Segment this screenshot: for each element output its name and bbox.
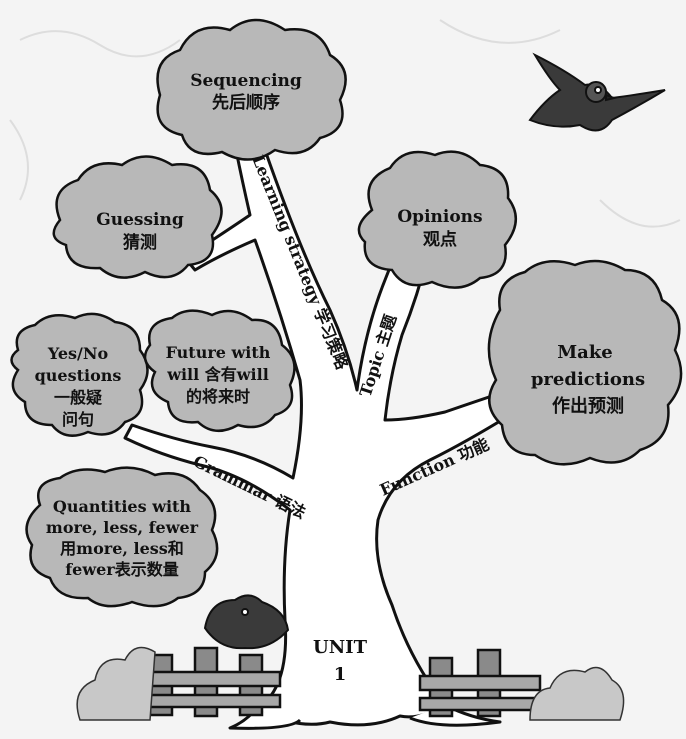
tree-trunk — [123, 148, 520, 727]
yes-no-label-cn-2: 问句 — [62, 410, 94, 429]
quantities-label-cn-2: fewer表示数量 — [65, 560, 178, 579]
cloud-make-predictions — [487, 259, 683, 466]
yes-no-label-1: Yes/No — [47, 344, 109, 363]
predictions-label-2: predictions — [531, 369, 645, 390]
future-will-label-2: will 含有will — [166, 365, 269, 384]
opinions-label: Opinions — [397, 207, 482, 227]
predictions-label-1: Make — [557, 342, 613, 363]
quantities-label-1: Quantities with — [53, 497, 192, 516]
cloud-yes-no-questions — [10, 312, 149, 437]
perched-bird — [203, 594, 290, 650]
bushes — [76, 646, 625, 721]
fence-right — [418, 648, 542, 718]
future-will-label-1: Future with — [166, 343, 271, 362]
quantities-label-2: more, less, fewer — [46, 518, 199, 537]
cloud-guessing — [52, 155, 223, 279]
guessing-label-cn: 猜测 — [122, 232, 157, 253]
background-sketch — [9, 19, 681, 228]
unit-label: UNIT — [313, 637, 368, 658]
quantities-label-cn-1: 用more, less和 — [60, 539, 184, 558]
cloud-quantities — [25, 466, 219, 608]
flying-bird — [528, 52, 666, 132]
predictions-label-cn: 作出预测 — [552, 395, 624, 417]
unit-number: 1 — [334, 664, 347, 685]
cloud-sequencing — [156, 18, 347, 161]
sequencing-label-cn: 先后顺序 — [212, 92, 280, 113]
cloud-opinions — [357, 150, 517, 289]
sequencing-label: Sequencing — [190, 71, 302, 91]
guessing-label: Guessing — [96, 210, 184, 230]
yes-no-label-2: questions — [35, 366, 122, 385]
cloud-future-with-will — [143, 309, 296, 432]
future-will-label-cn: 的将来时 — [186, 387, 250, 406]
fence-left — [138, 646, 282, 718]
opinions-label-cn: 观点 — [422, 229, 457, 250]
yes-no-label-cn-1: 一般疑 — [54, 388, 102, 407]
